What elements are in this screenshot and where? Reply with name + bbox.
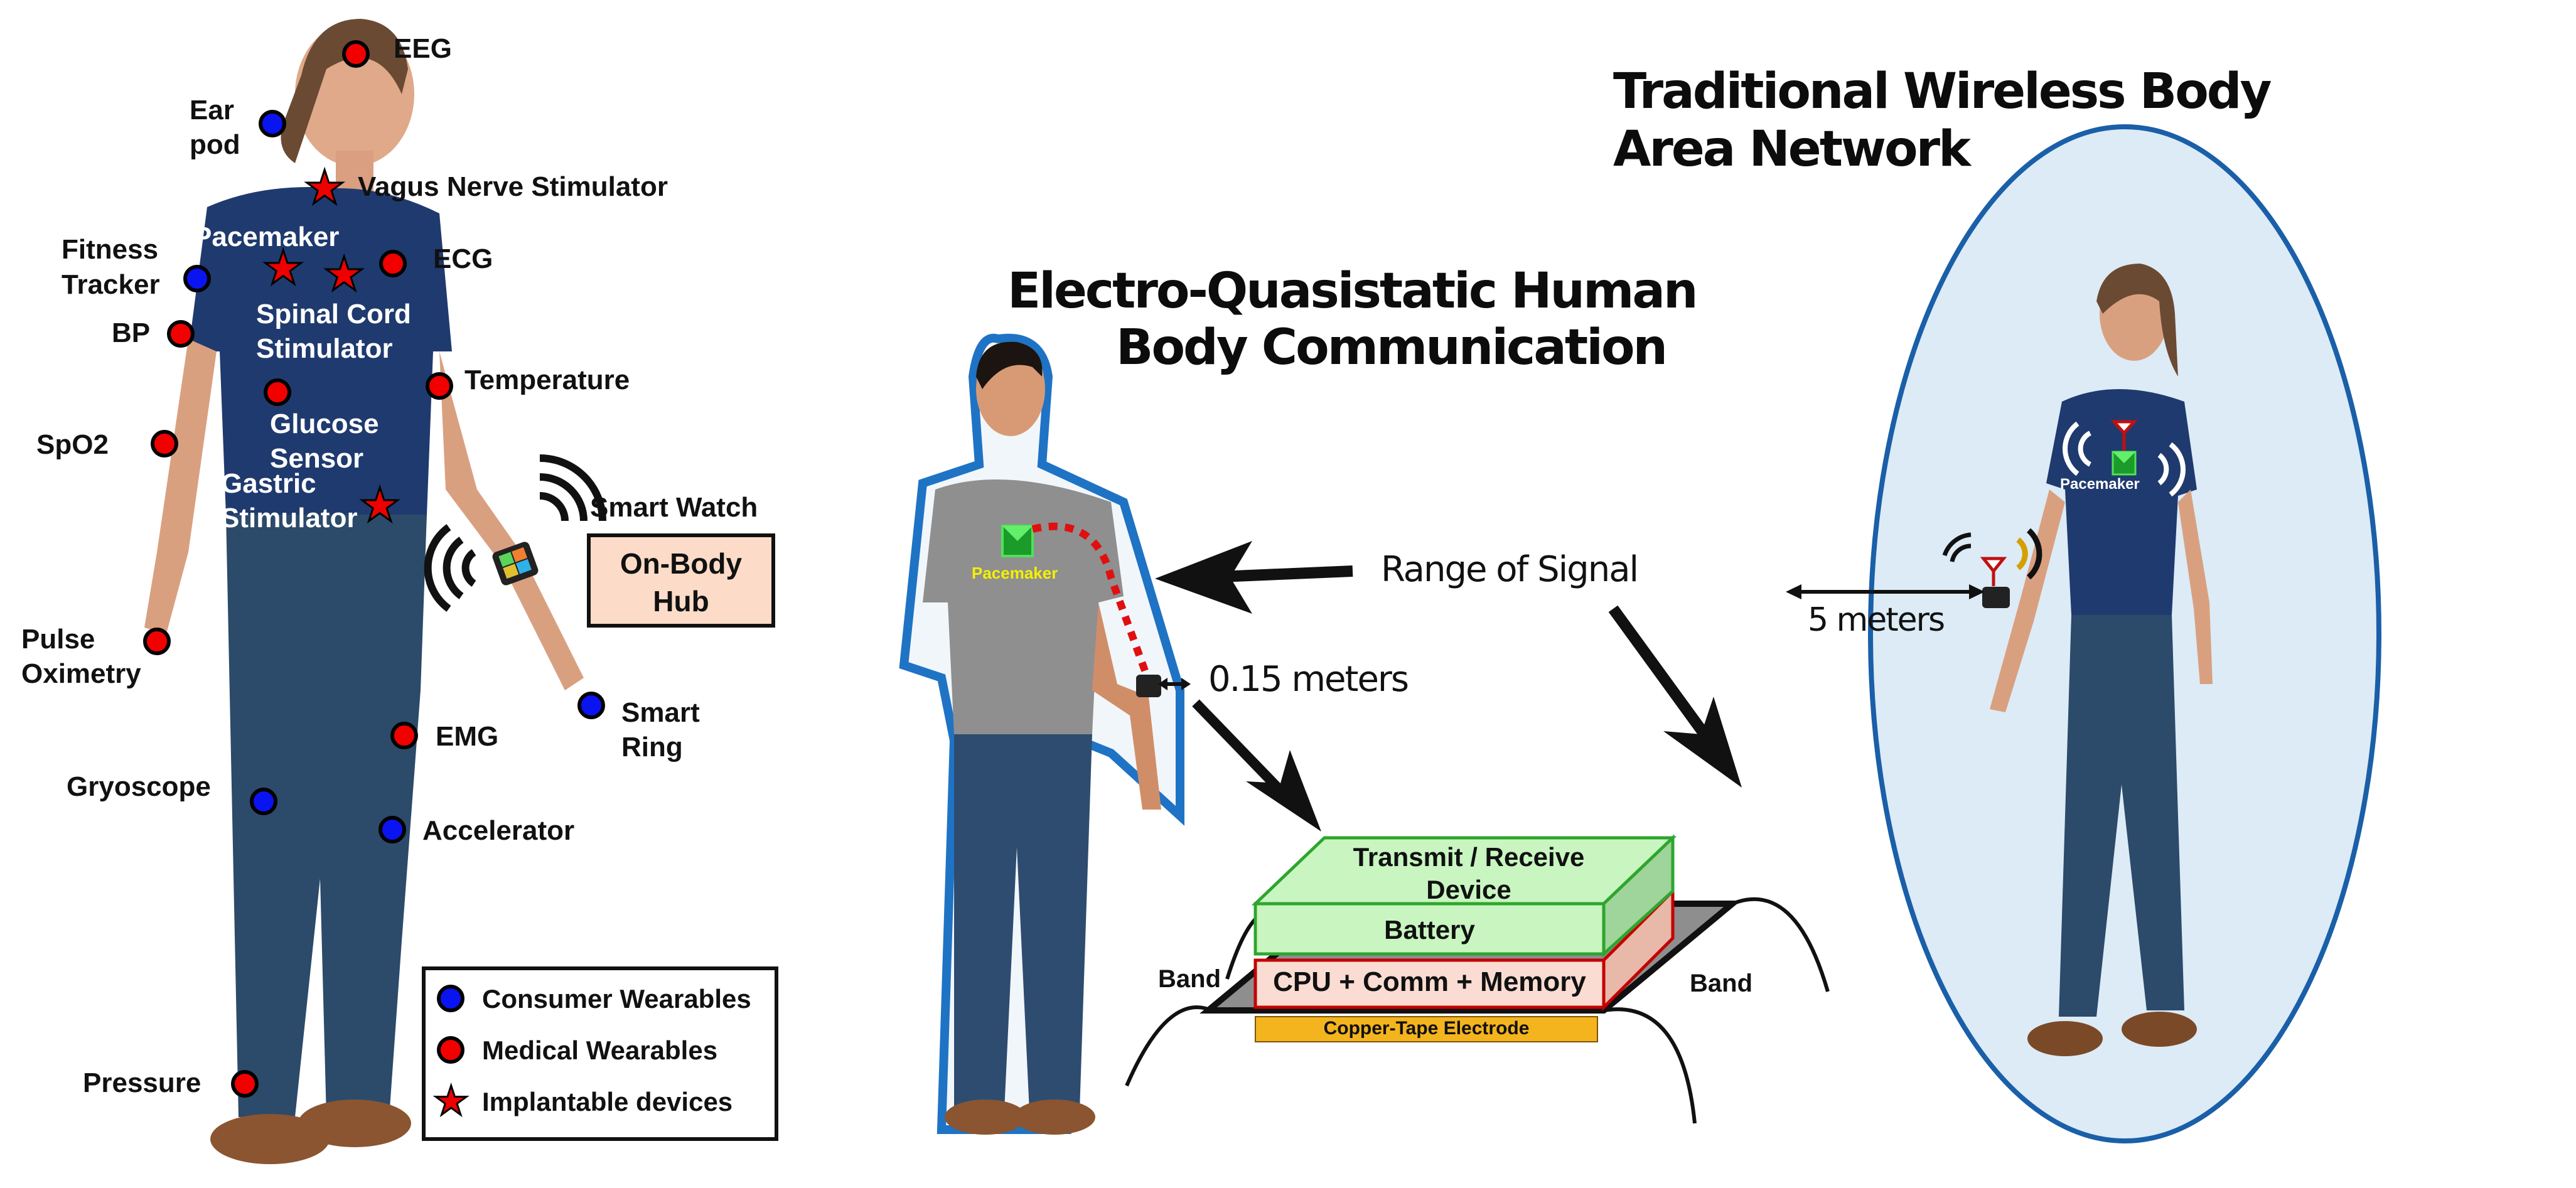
smart-watch-label: Smart Watch (590, 492, 758, 523)
temperature-label: Temperature (464, 365, 630, 395)
legend-label: Consumer Wearables (482, 984, 751, 1014)
legend-box: Consumer Wearables Medical Wearables ★ I… (422, 966, 778, 1141)
legend-label: Implantable devices (482, 1087, 733, 1116)
smart-ring-label-2: Ring (621, 732, 683, 763)
vagus-star-icon: ★ (303, 161, 346, 213)
hub-line-1: On-Body (620, 547, 743, 580)
pulse-label-1: Pulse (21, 624, 95, 655)
ear-pod-label-2: pod (190, 129, 240, 160)
blue-circle-icon (437, 985, 464, 1012)
fitness-label-1: Fitness (62, 234, 159, 265)
eqs-title-line-1: Electro-Quasistatic Human (1007, 263, 1699, 319)
glucose-label-2: Sensor (270, 443, 364, 474)
ecg-label: ECG (433, 243, 493, 274)
arrow-left-head (1155, 541, 1252, 614)
spo2-marker (151, 430, 178, 458)
wban-title-line-1: Traditional Wireless Body (1613, 63, 2272, 120)
device-stack-diagram (1125, 834, 1830, 1124)
spo2-label: SpO2 (36, 429, 109, 460)
pressure-label: Pressure (83, 1068, 201, 1098)
on-body-hub-box: On-Body Hub (587, 533, 775, 628)
pulse-oximetry-marker (143, 628, 171, 655)
gastric-label-1: Gastric (221, 468, 316, 499)
wban-title-line-2: Area Network (1613, 121, 1971, 178)
pulse-label-2: Oximetry (21, 658, 141, 689)
arrow-down-head (1246, 750, 1321, 832)
tx-rx-line-1: Transmit / Receive (1353, 842, 1585, 872)
band-right-label: Band (1690, 970, 1752, 997)
eeg-label: EEG (394, 33, 452, 64)
ear-pod-label-1: Ear (190, 95, 234, 126)
legend-item-medical: Medical Wearables (437, 1035, 717, 1066)
emg-marker (390, 722, 418, 749)
man-figure-eqs (899, 333, 1191, 1135)
range-of-signal-label: Range of Signal (1381, 549, 1639, 590)
spinal-label-1: Spinal Cord (256, 299, 411, 329)
red-circle-icon (437, 1036, 464, 1064)
copper-electrode-label: Copper-Tape Electrode (1323, 1018, 1530, 1039)
accelerator-label: Accelerator (422, 815, 575, 846)
glucose-label-1: Glucose (270, 409, 379, 439)
fitness-label-2: Tracker (62, 269, 160, 300)
range-arrows (1155, 541, 1742, 832)
spinal-label-2: Stimulator (256, 333, 393, 364)
arrow-right-head (1663, 697, 1742, 788)
accelerator-marker (378, 816, 406, 843)
eqs-pacemaker-label: Pacemaker (972, 564, 1058, 582)
hub-line-2: Hub (653, 585, 709, 618)
cpu-comm-memory-label: CPU + Comm + Memory (1273, 966, 1586, 997)
eeg-marker (342, 40, 370, 68)
eqs-title-line-2: Body Communication (1116, 319, 1668, 376)
gastric-star-icon: ★ (358, 479, 401, 531)
tx-rx-line-2: Device (1426, 875, 1511, 904)
battery-label: Battery (1384, 915, 1475, 945)
emg-label: EMG (436, 721, 499, 752)
smart-ring-marker (577, 692, 605, 719)
legend-label: Medical Wearables (482, 1035, 718, 1065)
tx-rx-device-label: Transmit / Receive Device (1293, 841, 1645, 906)
wban-pacemaker-label: Pacemaker (2060, 476, 2140, 493)
gyroscope-label: Gryoscope (67, 771, 211, 802)
red-star-icon: ★ (432, 1078, 470, 1125)
smart-ring-label-1: Smart (621, 697, 700, 728)
gastric-label-2: Stimulator (221, 503, 358, 533)
vagus-label: Vagus Nerve Stimulator (358, 171, 668, 202)
bp-label: BP (112, 318, 151, 348)
pacemaker-star-icon: ★ (261, 242, 304, 294)
fitness-tracker-marker (183, 265, 211, 292)
gyroscope-marker (250, 788, 277, 815)
spinal-star-icon: ★ (322, 248, 365, 300)
temperature-marker (426, 372, 453, 400)
bp-marker (167, 320, 195, 348)
legend-item-consumer: Consumer Wearables (437, 984, 751, 1014)
pressure-marker (231, 1070, 259, 1098)
glucose-marker (264, 378, 291, 406)
ear-pod-marker (259, 110, 286, 137)
ecg-marker (379, 250, 407, 277)
woman-figure-right (1786, 264, 2213, 1056)
band-left-label: Band (1158, 965, 1221, 993)
pacemaker-label: Pacemaker (193, 222, 340, 252)
legend-item-implantable: ★ Implantable devices (432, 1078, 733, 1125)
eqs-distance-label: 0.15 meters (1208, 659, 1409, 700)
wban-distance-label: 5 meters (1808, 601, 1945, 639)
